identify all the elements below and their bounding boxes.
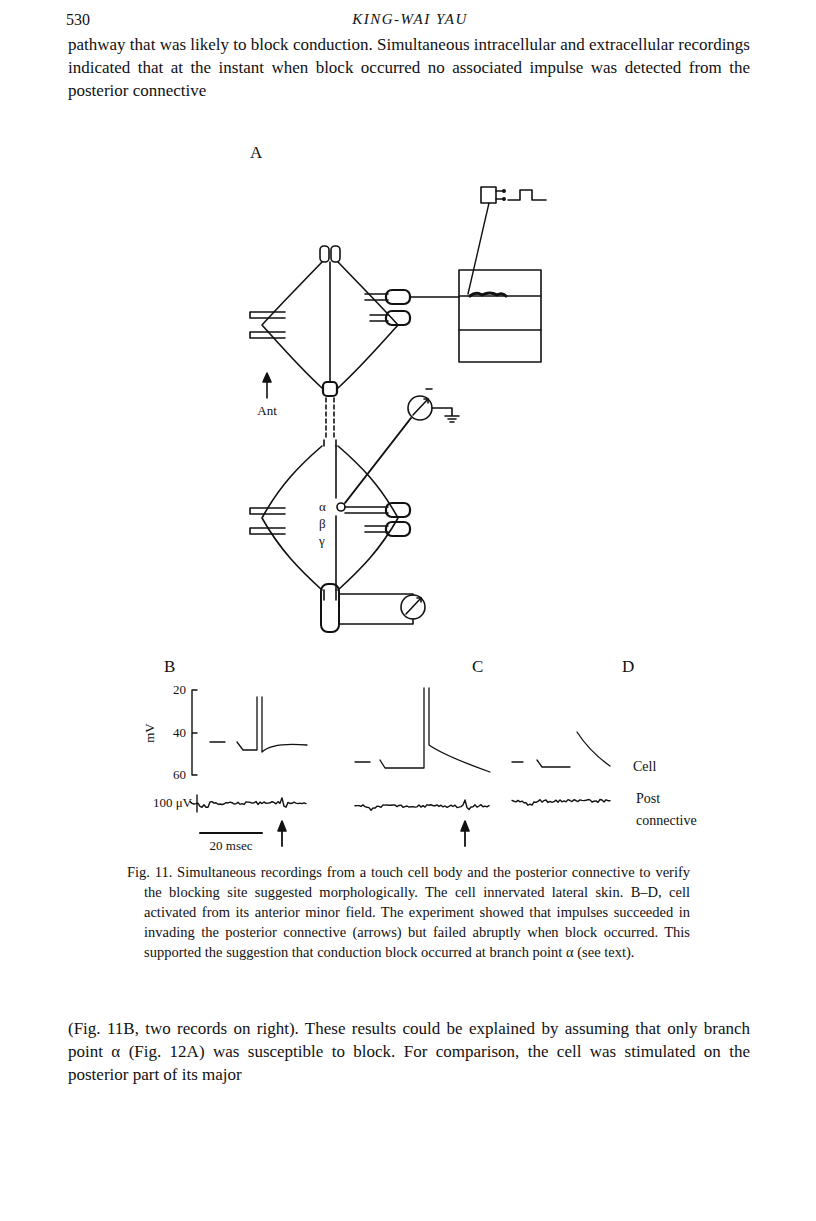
scale-label: 100 μV: [120, 795, 192, 811]
panel-letter: B: [164, 656, 175, 677]
connective-trace: [355, 800, 489, 810]
direction-label: Ant: [249, 403, 285, 419]
panel-letter: C: [472, 656, 483, 677]
figure-caption: Fig. 11. Simultaneous recordings from a …: [127, 862, 690, 962]
scale-bars: [192, 690, 262, 833]
branch-point-label: γ: [318, 533, 326, 549]
axis-tick-label: 20: [156, 682, 186, 698]
branch-point-label: α: [318, 499, 327, 515]
cell-traces: [210, 688, 610, 772]
branch-point-label: β: [318, 516, 327, 532]
body-paragraph: (Fig. 11B, two records on right). These …: [68, 1017, 750, 1086]
impulse-arrows: [278, 821, 469, 846]
recording-chamber: [459, 270, 541, 362]
page-number: 530: [66, 10, 90, 30]
trace-label: Post connective: [636, 788, 714, 832]
panel-letter: D: [622, 656, 634, 677]
axis-tick-label: 60: [156, 767, 186, 783]
connective-trace: [190, 798, 306, 807]
posterior-ganglion: [250, 440, 425, 632]
trace-label: Cell: [633, 758, 656, 776]
body-paragraph: pathway that was likely to block conduct…: [68, 33, 750, 102]
running-head: KING-WAI YAU: [320, 10, 500, 29]
anterior-ganglion: [250, 246, 459, 440]
anterior-arrow: [263, 373, 271, 398]
axis-tick-label: 40: [156, 725, 186, 741]
stimulator-symbol: [468, 187, 546, 294]
panel-letter: A: [250, 142, 262, 163]
scale-label: 20 msec: [196, 838, 266, 854]
axis-unit: mV: [142, 723, 158, 743]
intracellular-meter: [337, 389, 459, 511]
connective-traces: [190, 798, 610, 810]
connective-trace: [512, 800, 610, 806]
